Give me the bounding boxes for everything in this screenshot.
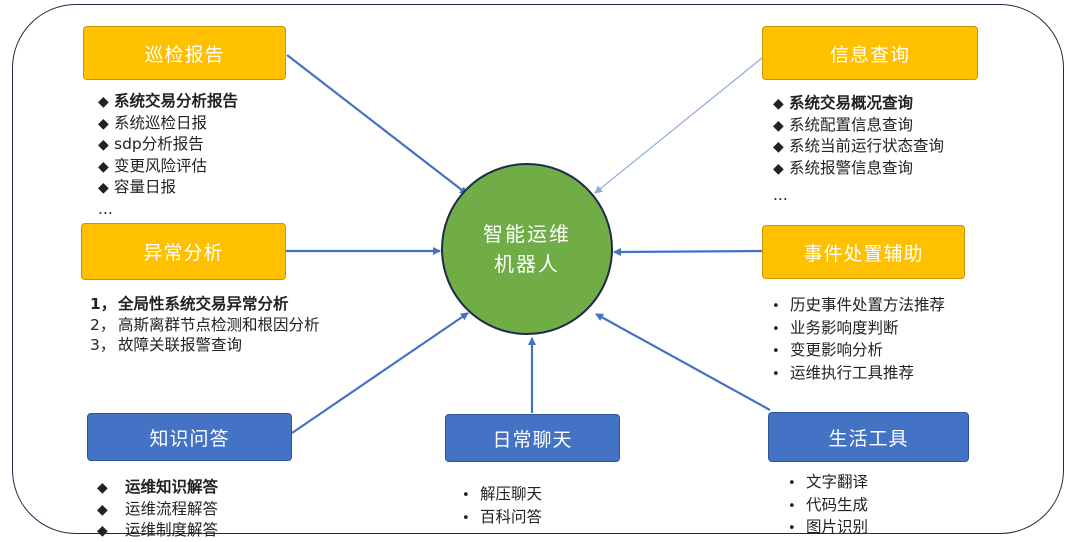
diamond-bullet-icon: ◆ — [97, 523, 108, 539]
diamond-bullet-icon: ◆ — [773, 160, 784, 177]
list-item: ◆运维制度解答 — [97, 520, 218, 542]
arrow-info-query-to-center — [594, 57, 763, 194]
diamond-bullet-icon: ◆ — [98, 158, 109, 175]
arrow-knowledge-to-center — [291, 312, 469, 434]
list-item: •解压聊天 — [462, 484, 542, 507]
list-chat: •解压聊天 •百科问答 — [462, 484, 542, 529]
box-life: 生活工具 — [768, 412, 969, 462]
list-item: ◆系统交易概况查询 — [773, 93, 944, 115]
dot-bullet-icon: • — [772, 299, 780, 314]
center-title-line1: 智能运维 — [483, 222, 571, 246]
box-knowledge: 知识问答 — [87, 413, 292, 461]
center-title-line2: 机器人 — [494, 252, 560, 276]
diamond-bullet-icon: ◆ — [98, 94, 109, 110]
list-item: •变更影响分析 — [772, 340, 945, 363]
list-item: •百科问答 — [462, 507, 542, 530]
box-anomaly: 异常分析 — [81, 223, 286, 280]
arrow-inspection-to-center — [286, 54, 468, 195]
list-item: ... — [98, 199, 113, 218]
diamond-bullet-icon: ◆ — [98, 137, 109, 153]
dot-bullet-icon: • — [788, 498, 796, 514]
list-item: ◆容量日报 — [98, 177, 238, 199]
dot-bullet-icon: • — [462, 510, 470, 526]
list-item: •文字翻译 — [788, 472, 868, 495]
list-item: ◆系统巡检日报 — [98, 113, 238, 135]
list-item: 2，高斯离群节点检测和根因分析 — [90, 315, 320, 334]
list-item: •图片识别 — [788, 517, 868, 540]
list-item: 3，故障关联报警查询 — [90, 336, 243, 354]
diamond-bullet-icon: ◆ — [773, 117, 784, 134]
list-item: ◆运维流程解答 — [97, 499, 218, 521]
list-item: ◆变更风险评估 — [98, 156, 238, 178]
list-item: •历史事件处置方法推荐 — [772, 295, 945, 318]
list-item: ... — [773, 186, 788, 204]
box-inspection: 巡检报告 — [83, 26, 286, 80]
dot-bullet-icon: • — [462, 488, 470, 503]
dot-bullet-icon: • — [772, 344, 780, 359]
diamond-bullet-icon: ◆ — [773, 139, 784, 155]
list-item: ◆系统交易分析报告 — [98, 91, 238, 113]
list-inspection: ◆系统交易分析报告 ◆系统巡检日报 ◆sdp分析报告 ◆变更风险评估 ◆容量日报… — [98, 91, 238, 219]
list-incident: •历史事件处置方法推荐 •业务影响度判断 •变更影响分析 •运维执行工具推荐 — [772, 295, 945, 385]
dot-bullet-icon: • — [772, 321, 780, 337]
list-item: •业务影响度判断 — [772, 318, 945, 341]
dot-bullet-icon: • — [772, 366, 780, 382]
list-item: ◆sdp分析报告 — [98, 134, 238, 156]
list-item: •运维执行工具推荐 — [772, 363, 945, 386]
box-chat: 日常聊天 — [445, 414, 620, 462]
box-incident: 事件处置辅助 — [762, 225, 965, 279]
diamond-bullet-icon: ◆ — [773, 96, 784, 112]
list-item: ◆系统当前运行状态查询 — [773, 136, 944, 158]
list-item: •代码生成 — [788, 495, 868, 518]
diamond-bullet-icon: ◆ — [98, 115, 109, 132]
list-item: 1，全局性系统交易异常分析 — [90, 295, 289, 313]
diagram-frame — [12, 4, 1064, 534]
list-anomaly: 1，全局性系统交易异常分析 2，高斯离群节点检测和根因分析 3，故障关联报警查询 — [90, 294, 322, 356]
box-info-query: 信息查询 — [762, 26, 978, 80]
list-life: •文字翻译 •代码生成 •图片识别 — [788, 472, 868, 540]
center-node: 智能运维 机器人 — [441, 163, 613, 335]
arrow-life-to-center — [595, 313, 771, 411]
list-item: ◆系统报警信息查询 — [773, 158, 944, 180]
diamond-bullet-icon: ◆ — [98, 180, 109, 196]
dot-bullet-icon: • — [788, 476, 796, 491]
arrow-incident-to-center — [613, 247, 763, 256]
diamond-bullet-icon: ◆ — [97, 501, 108, 518]
list-knowledge: ◆运维知识解答 ◆运维流程解答 ◆运维制度解答 — [97, 477, 218, 542]
list-info-query: ◆系统交易概况查询 ◆系统配置信息查询 ◆系统当前运行状态查询 ◆系统报警信息查… — [773, 93, 944, 206]
list-item: ◆系统配置信息查询 — [773, 115, 944, 137]
dot-bullet-icon: • — [788, 521, 796, 536]
list-item: ◆运维知识解答 — [97, 477, 218, 499]
diamond-bullet-icon: ◆ — [97, 480, 108, 496]
